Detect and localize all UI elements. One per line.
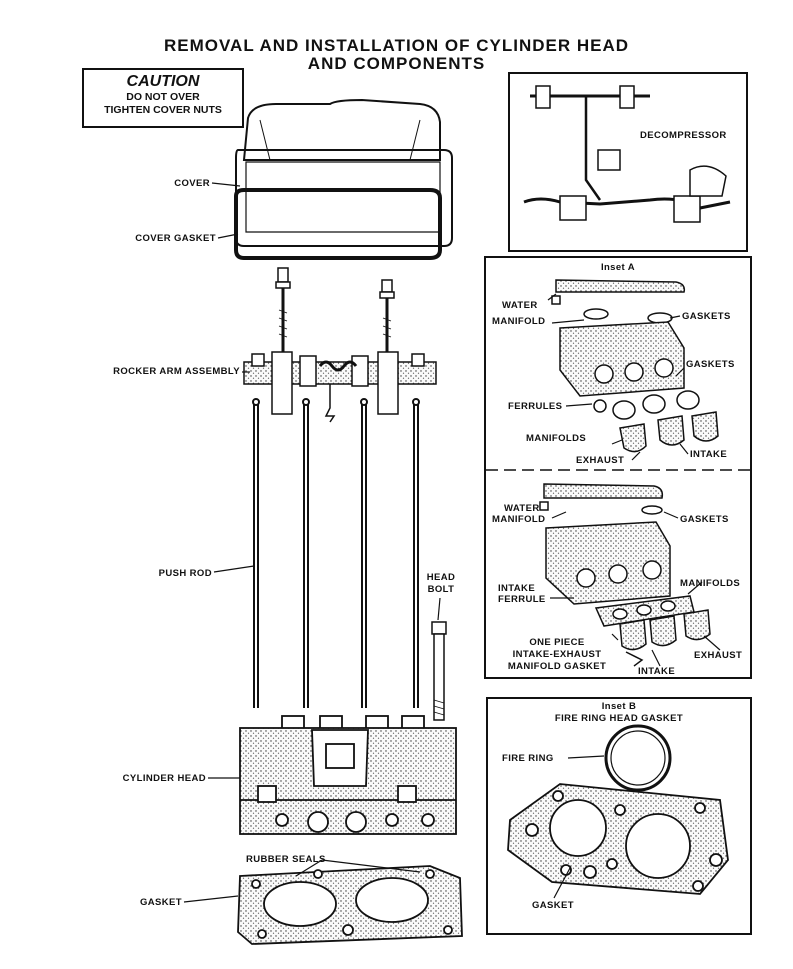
caution-heading: CAUTION bbox=[126, 73, 200, 90]
inset-b-leaders bbox=[553, 755, 605, 899]
main-leaders bbox=[183, 182, 441, 903]
label-head-bolt-2: BOLT bbox=[427, 584, 455, 595]
inset-a-bottom-intake-ferrule-1: INTAKE bbox=[498, 583, 536, 594]
inset-b-subtitle: FIRE RING HEAD GASKET bbox=[554, 713, 684, 724]
inset-a-top-water-1: WATER bbox=[502, 300, 538, 311]
rocker-studs bbox=[275, 267, 395, 355]
inset-a-top-gaskets-2: GASKETS bbox=[686, 359, 735, 370]
label-cover-gasket: COVER GASKET bbox=[135, 233, 216, 244]
label-decompressor: DECOMPRESSOR bbox=[640, 130, 727, 141]
inset-a-bottom-intake-ferrule-2: FERRULE bbox=[498, 594, 546, 605]
label-rubber-seals: RUBBER SEALS bbox=[246, 854, 326, 865]
inset-a-bottom-exhaust: EXHAUST bbox=[694, 650, 743, 661]
label-head-bolt-1: HEAD bbox=[426, 572, 456, 583]
rocker-arm-assembly bbox=[243, 351, 437, 423]
inset-a-bottom-gaskets: GASKETS bbox=[680, 514, 729, 525]
label-cover: COVER bbox=[174, 178, 210, 189]
inset-a-top-assembly bbox=[551, 279, 719, 453]
inset-a-bottom-one-piece-1: ONE PIECE bbox=[529, 637, 585, 648]
caution-line2: TIGHTEN COVER NUTS bbox=[104, 104, 222, 116]
inset-a-top-water-2: MANIFOLD bbox=[492, 316, 546, 327]
inset-a-bottom-one-piece-2: INTAKE-EXHAUST bbox=[512, 649, 602, 660]
inset-a-bottom-assembly bbox=[539, 483, 711, 667]
caution-line1: DO NOT OVER bbox=[126, 91, 200, 103]
inset-b-gasket bbox=[507, 783, 729, 895]
label-cylinder-head: CYLINDER HEAD bbox=[122, 773, 206, 784]
inset-a-top-gaskets-1: GASKETS bbox=[682, 311, 731, 322]
cylinder-head bbox=[239, 715, 457, 835]
inset-b-frame bbox=[486, 697, 752, 935]
decompressor-frame bbox=[508, 72, 748, 252]
inset-a-title: Inset A bbox=[600, 262, 636, 273]
fire-ring bbox=[604, 724, 672, 792]
decompressor-parts bbox=[523, 85, 731, 223]
inset-a-top-intake: INTAKE bbox=[690, 449, 728, 460]
head-gasket bbox=[237, 865, 463, 945]
inset-a-bottom-water-1: WATER bbox=[504, 503, 540, 514]
inset-a-bottom-manifolds: MANIFOLDS bbox=[680, 578, 741, 589]
label-rocker-arm-assembly: ROCKER ARM ASSEMBLY bbox=[113, 366, 240, 377]
valve-cover bbox=[235, 98, 453, 247]
inset-a-frame bbox=[484, 256, 752, 679]
inset-b-gasket: GASKET bbox=[532, 900, 574, 911]
cover-gasket bbox=[234, 188, 442, 260]
label-push-rod: PUSH ROD bbox=[158, 568, 212, 579]
inset-a-bottom-one-piece-3: MANIFOLD GASKET bbox=[507, 661, 607, 672]
inset-a-top-manifolds: MANIFOLDS bbox=[526, 433, 587, 444]
inset-b-title: Inset B bbox=[601, 701, 637, 712]
inset-a-bottom-intake: INTAKE bbox=[638, 666, 676, 677]
inset-a-leaders bbox=[547, 293, 721, 667]
inset-a-top-ferrules: FERRULES bbox=[508, 401, 563, 412]
inset-b-fire-ring: FIRE RING bbox=[502, 753, 554, 764]
caution-box: CAUTION DO NOT OVER TIGHTEN COVER NUTS bbox=[82, 68, 244, 128]
label-gasket: GASKET bbox=[140, 897, 182, 908]
push-rods bbox=[252, 398, 420, 708]
head-bolt bbox=[431, 621, 447, 721]
page-title-line2: AND COMPONENTS bbox=[307, 54, 486, 73]
inset-a-top-exhaust: EXHAUST bbox=[576, 455, 625, 466]
page-title: REMOVAL AND INSTALLATION OF CYLINDER HEA… bbox=[163, 36, 630, 55]
inset-a-bottom-water-2: MANIFOLD bbox=[492, 514, 546, 525]
